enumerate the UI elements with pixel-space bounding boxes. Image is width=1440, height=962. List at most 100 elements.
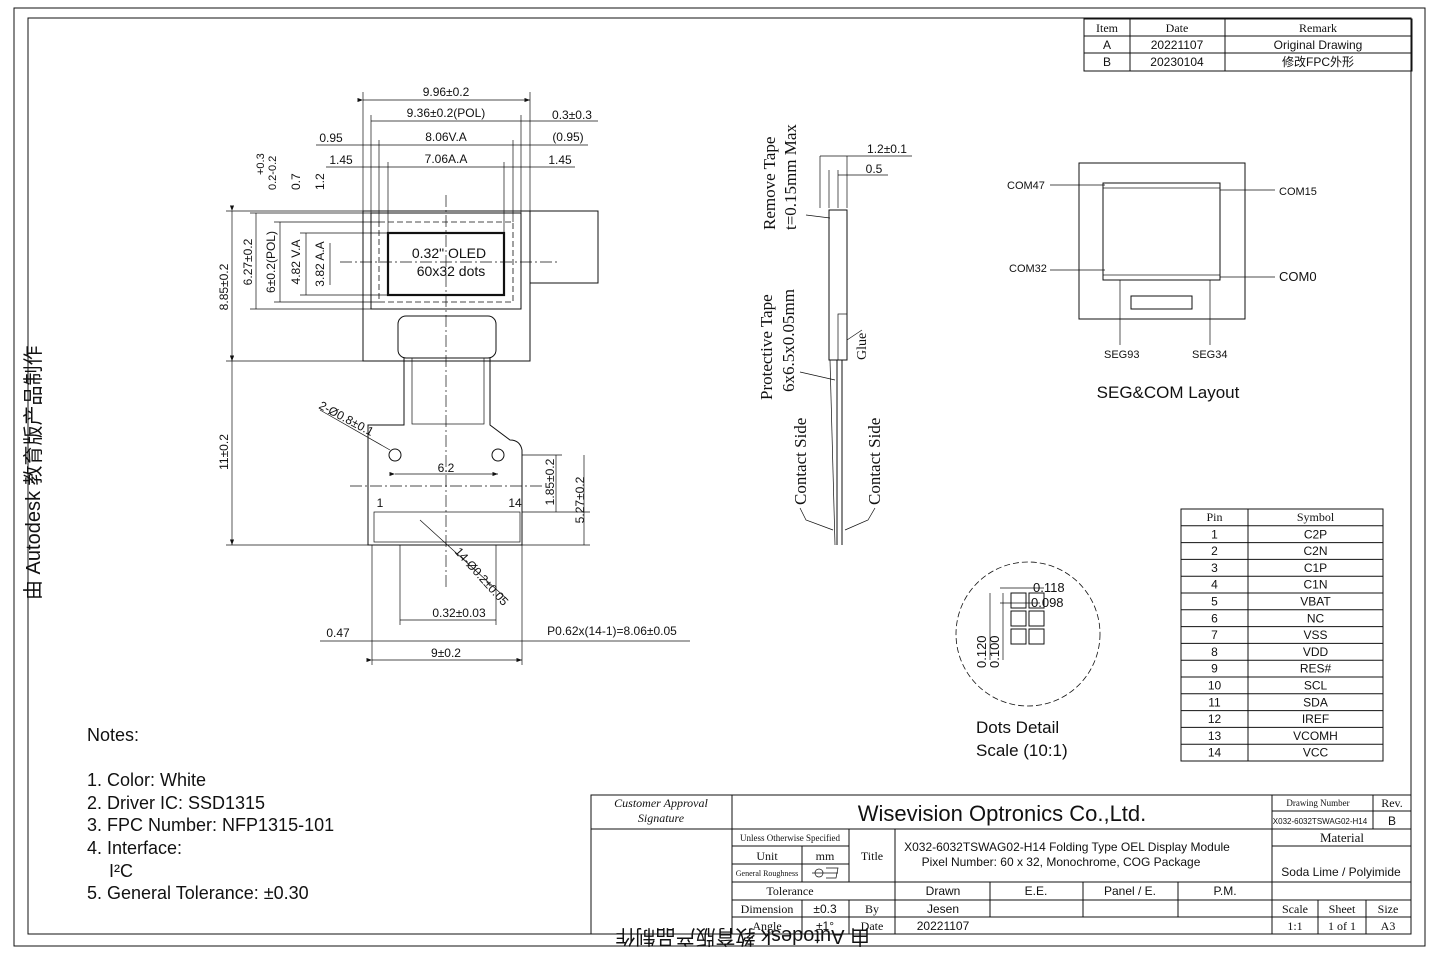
protective-tape-label: Protective Tape: [757, 294, 776, 400]
driver-ic: [397, 315, 497, 359]
pin-number: 4: [1211, 578, 1218, 592]
roughness-icon: [812, 867, 839, 879]
ee-label: E.E.: [1025, 884, 1048, 898]
com15-label: COM15: [1279, 186, 1317, 198]
dim-047: 0.47: [326, 626, 350, 640]
dim-pitch: P0.62x(14-1)=8.06±0.05: [547, 624, 677, 638]
dim-tol-plus: +0.3: [255, 153, 267, 175]
tolerance-label: Tolerance: [766, 884, 813, 898]
material-label: Material: [1320, 830, 1364, 845]
drawn-label: Drawn: [926, 884, 961, 898]
seg-com-layout: COM47 COM15 COM32 COM0 SEG93 SEG34 SEG&C…: [1007, 162, 1317, 402]
dim-dot-0100: 0.100: [987, 635, 1002, 668]
dots-detail: 0.118 0.098 0.120 0.100 Dots Detail Scal…: [955, 561, 1101, 760]
notes: Notes: 1. Color: White 2. Driver IC: SSD…: [87, 725, 334, 903]
panel-text-dots: 60x32 dots: [417, 263, 486, 279]
revision-table: Item Date Remark A 20221107 Original Dra…: [1083, 18, 1413, 72]
sheet-value: 1 of 1: [1328, 919, 1356, 933]
scale-label: Scale: [1282, 902, 1308, 916]
dim-w-va: 8.06V.A: [425, 130, 467, 144]
dim-pins-dia: 14-Ø0.2±0.05: [452, 545, 512, 609]
pin-symbol: SCL: [1304, 679, 1328, 693]
pin-header: Pin: [1206, 510, 1222, 524]
note-item: 5. General Tolerance: ±0.30: [87, 883, 309, 903]
watermark-bottom: 由 Autodesk 教育版产品制作: [615, 925, 870, 948]
customer-approval: Customer Approval: [614, 796, 708, 810]
dim-left-095: 0.95: [319, 131, 343, 145]
title-line-2: Pixel Number: 60 x 32, Monochrome, COG P…: [922, 855, 1201, 869]
dim-dot-0098: 0.098: [1031, 595, 1064, 610]
pin-number: 5: [1211, 595, 1218, 609]
angle-label: Angle: [752, 919, 781, 933]
drawing-number: X032-6032TSWAG02-H14: [1273, 817, 1368, 826]
note-item: 3. FPC Number: NFP1315-101: [87, 815, 334, 835]
dim-h-aa: 3.82 A.A: [313, 241, 327, 286]
pin-number: 1: [1211, 527, 1218, 541]
pin-number: 13: [1208, 729, 1222, 743]
dim-w-pol: 9.36±0.2(POL): [407, 106, 486, 120]
notes-title: Notes:: [87, 725, 139, 745]
pin-last-label: 14: [508, 496, 522, 510]
dim-h-pol: 6±0.2(POL): [264, 231, 278, 293]
pin-symbol: VDD: [1303, 645, 1329, 659]
date-label: Date: [861, 919, 884, 933]
scale-value: 1:1: [1287, 919, 1302, 933]
dimension-label: Dimension: [741, 902, 794, 916]
dim-side-12: 1.2±0.1: [867, 142, 907, 156]
pin-symbol: IREF: [1302, 712, 1329, 726]
note-item: 2. Driver IC: SSD1315: [87, 793, 265, 813]
pin-symbol: VSS: [1303, 628, 1327, 642]
note-item: 4. Interface:: [87, 838, 182, 858]
note-item: I²C: [109, 861, 133, 881]
title-label: Title: [861, 849, 883, 863]
dim-side-05: 0.5: [866, 162, 883, 176]
dim-185: 1.85±0.2: [543, 458, 557, 505]
rev-row-item: A: [1103, 38, 1111, 52]
rev-row-item: B: [1103, 55, 1111, 69]
seg-com-title: SEG&COM Layout: [1097, 383, 1240, 402]
dots-detail-scale: Scale (10:1): [976, 741, 1068, 760]
dim-h-total: 8.85±0.2: [217, 263, 231, 310]
panel-e-label: Panel / E.: [1104, 884, 1156, 898]
dots-detail-title: Dots Detail: [976, 718, 1059, 737]
dim-w-aa: 7.06A.A: [425, 152, 468, 166]
contact-side-left: Contact Side: [791, 418, 810, 505]
dim-w-fpc: 9±0.2: [431, 646, 461, 660]
watermark-left: 由 Autodesk 教育版产品制作: [22, 345, 45, 600]
rev-row-date: 20230104: [1150, 55, 1204, 69]
rev-label: Rev.: [1381, 796, 1403, 810]
side-view: 1.2±0.1 0.5 Remove Tape t=0.15mm Max Pro…: [757, 124, 912, 546]
pin-symbol: VBAT: [1300, 595, 1331, 609]
material-value: Soda Lime / Polyimide: [1281, 865, 1401, 879]
com47-label: COM47: [1007, 180, 1045, 192]
pin-symbol: VCOMH: [1293, 729, 1338, 743]
dim-dot-0118: 0.118: [1033, 580, 1065, 595]
rev-row-remark: Original Drawing: [1274, 38, 1363, 52]
com32-label: COM32: [1009, 263, 1047, 275]
pm-label: P.M.: [1213, 884, 1236, 898]
dim-left-145: 1.45: [329, 153, 353, 167]
remove-tape-label: Remove Tape: [760, 137, 779, 230]
glass-outline: [362, 210, 531, 362]
size-value: A3: [1381, 919, 1396, 933]
dimension-tol: ±0.3: [813, 902, 837, 916]
title-block: Customer Approval Signature Wisevision O…: [590, 794, 1412, 935]
drawing-number-label: Drawing Number: [1286, 798, 1349, 808]
unit-value: mm: [816, 849, 835, 863]
unless-specified: Unless Otherwise Specified: [740, 833, 840, 843]
by-label: By: [865, 902, 879, 916]
pin-number: 11: [1208, 695, 1221, 709]
pin-symbol: VCC: [1303, 746, 1329, 760]
com0-label: COM0: [1279, 269, 1317, 284]
note-item: 1. Color: White: [87, 770, 206, 790]
pin-symbol: C1P: [1304, 561, 1327, 575]
size-label: Size: [1378, 902, 1399, 916]
hole-right: [491, 448, 505, 462]
dim-62: 6.2: [438, 461, 455, 475]
pin-number: 7: [1211, 628, 1218, 642]
symbol-header: Symbol: [1297, 510, 1335, 524]
fpc-outline: [367, 358, 523, 546]
contact-side-right: Contact Side: [865, 418, 884, 505]
unit-label: Unit: [756, 849, 778, 863]
